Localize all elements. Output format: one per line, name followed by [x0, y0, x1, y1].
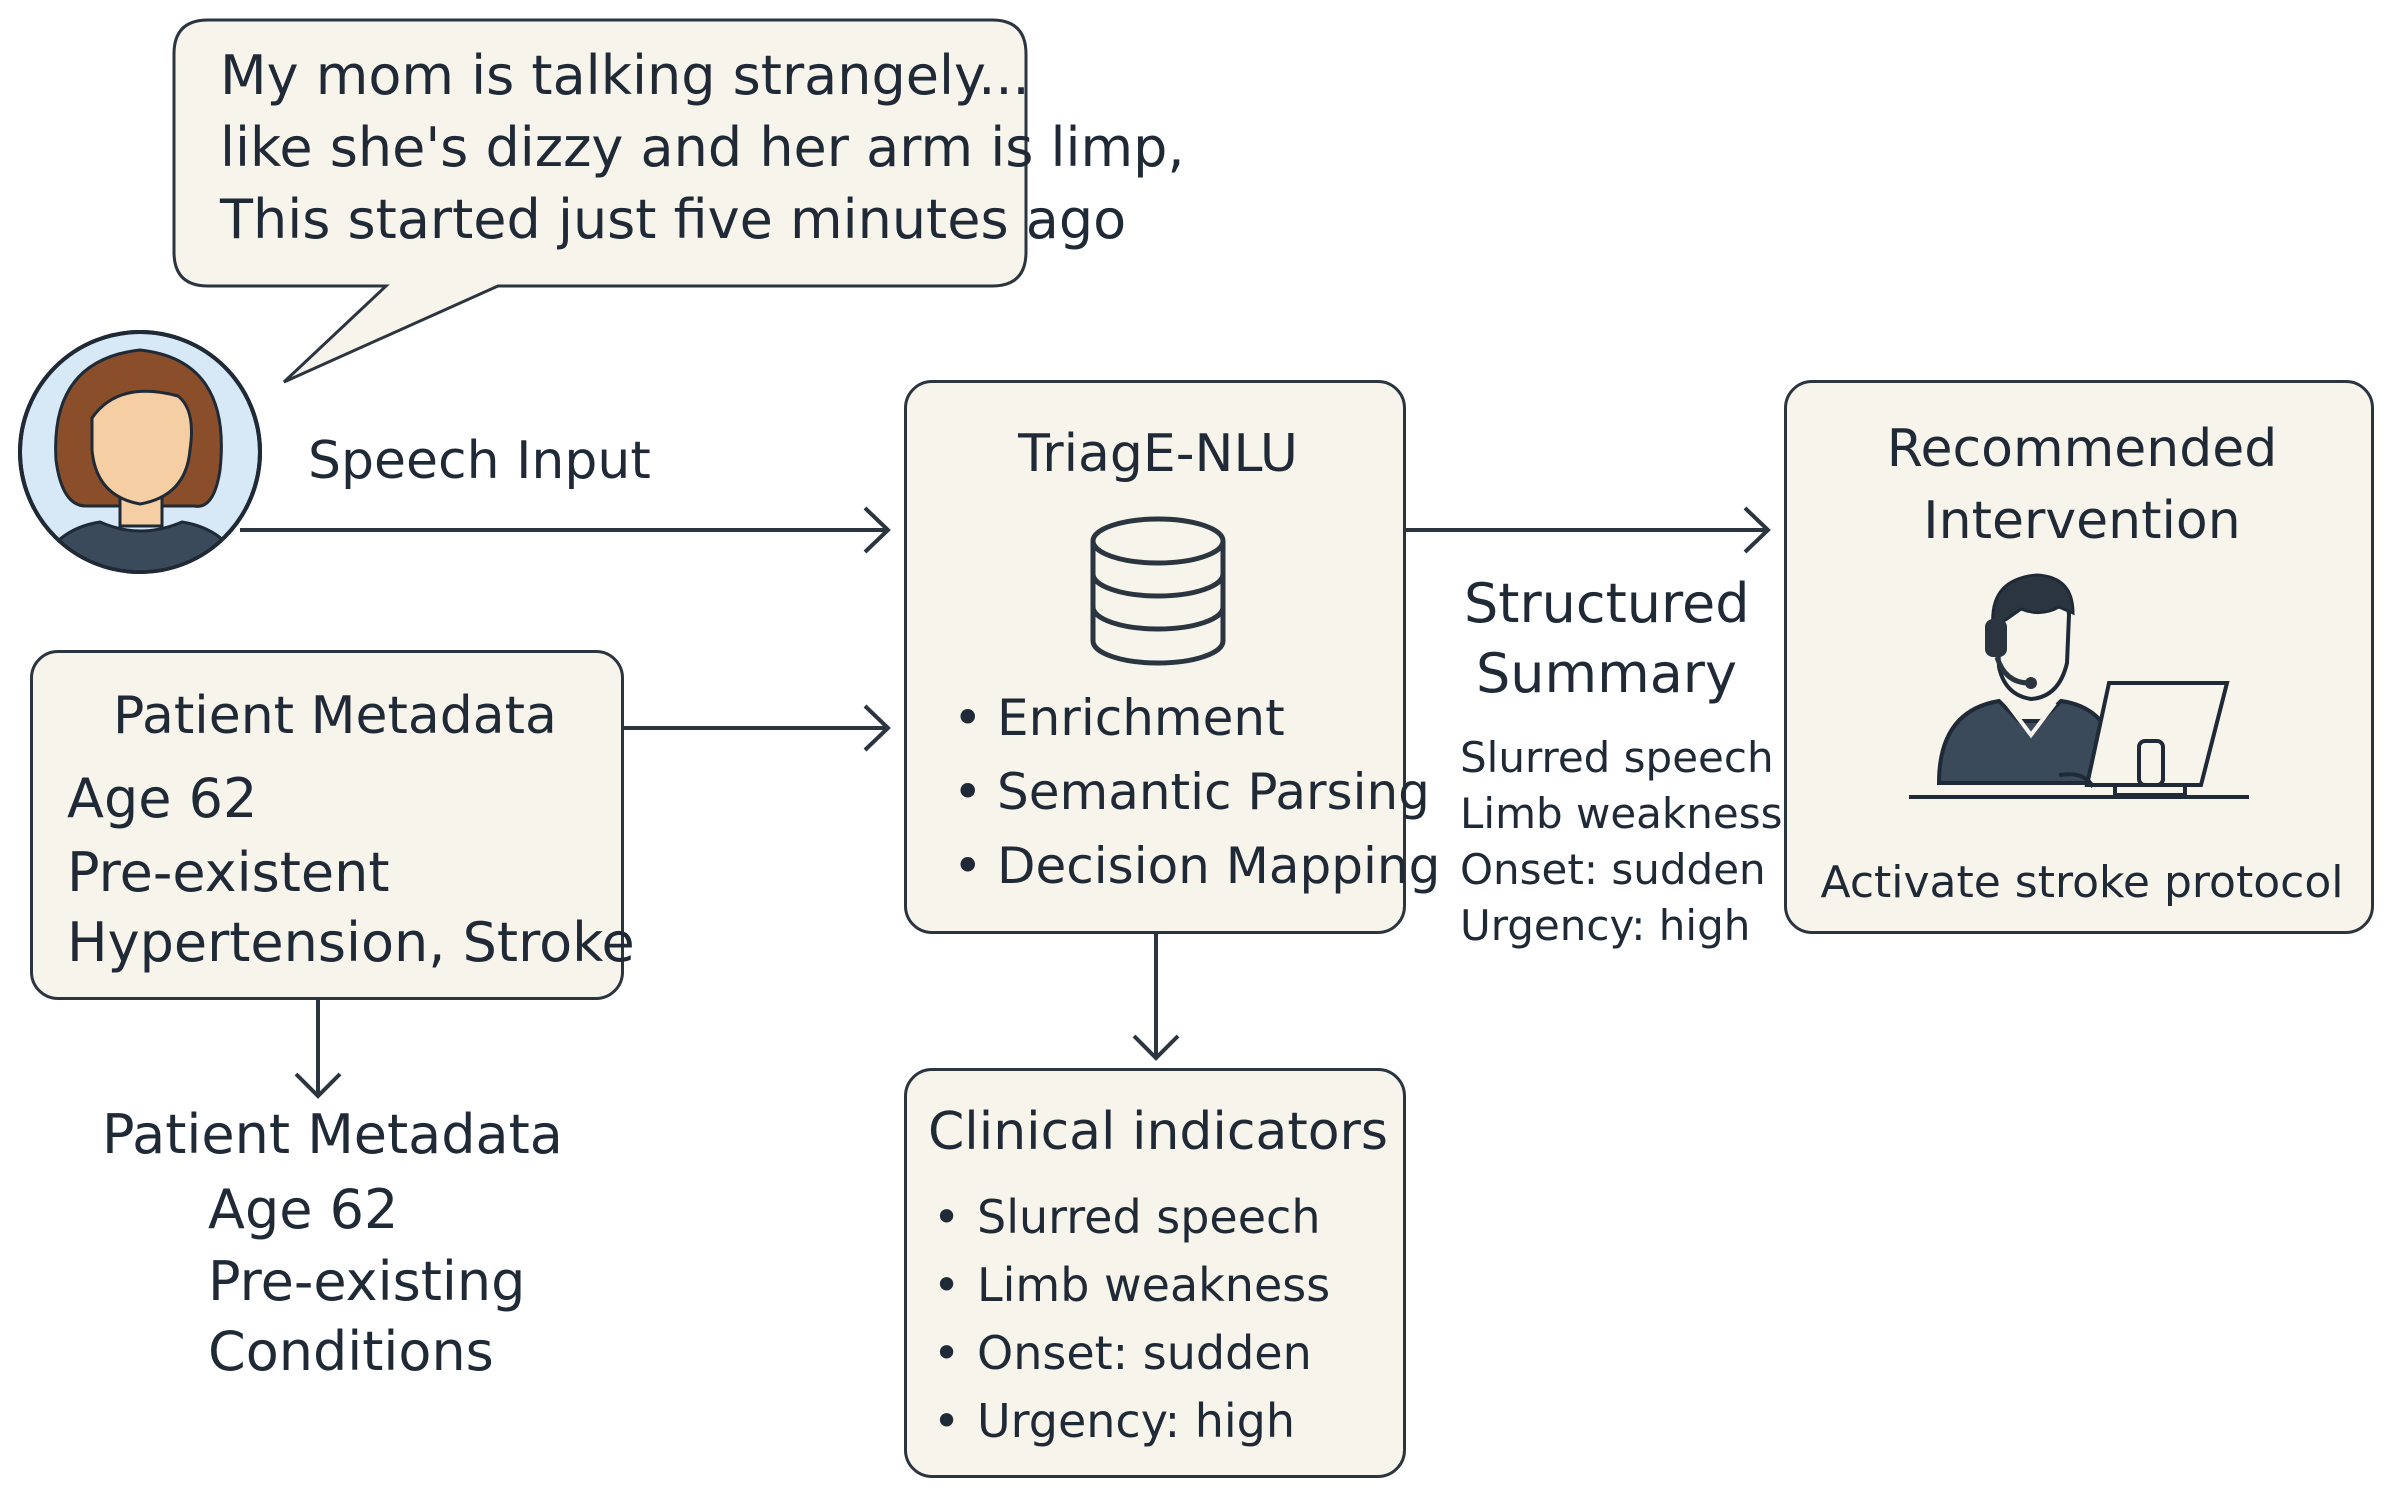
nlu-steps-list: Enrichment Semantic Parsing Decision Map…	[949, 681, 1440, 903]
patient-metadata-output-title: Patient Metadata	[102, 1103, 563, 1166]
structured-summary-items: Slurred speech Limb weakness Onset: sudd…	[1460, 730, 1782, 954]
summary-item-slurred-speech: Slurred speech	[1460, 733, 1774, 782]
metadata-to-nlu-arrow	[624, 704, 891, 752]
speech-bubble-line-3: This started just five minutes ago	[220, 188, 1127, 251]
clinical-indicators-title: Clinical indicators	[927, 1102, 1389, 1162]
nlu-box: TriagE-NLU Enrichment Semantic Parsing D…	[904, 380, 1440, 934]
intervention-box: Recommended Intervention Activate stroke…	[1784, 380, 2374, 934]
patient-metadata-box: Patient Metadata Age 62 Pre-existent Hyp…	[30, 650, 635, 1000]
nlu-step-decision-mapping: Decision Mapping	[949, 829, 1440, 903]
structured-summary-title-2: Summary	[1476, 642, 1737, 705]
caller-avatar-icon	[18, 330, 262, 574]
clinical-item-onset: Onset: sudden	[929, 1319, 1330, 1387]
speech-input-label: Speech Input	[308, 431, 651, 491]
patient-conditions: Hypertension, Stroke	[67, 911, 635, 974]
summary-item-limb-weakness: Limb weakness	[1460, 789, 1783, 838]
nlu-to-intervention-arrow	[1406, 506, 1771, 554]
metadata-down-arrow	[294, 1000, 342, 1099]
patient-metadata-title: Patient Metadata	[113, 686, 557, 746]
nlu-to-clinical-arrow	[1132, 934, 1180, 1061]
database-icon	[1090, 516, 1226, 666]
nlu-step-semantic-parsing: Semantic Parsing	[949, 755, 1440, 829]
clinical-indicators-box: Clinical indicators Slurred speech Limb …	[904, 1068, 1406, 1478]
patient-metadata-output-age: Age 62	[208, 1178, 399, 1241]
patient-metadata-output-conditions: Conditions	[208, 1320, 494, 1383]
nlu-title: TriagE-NLU	[1018, 424, 1298, 484]
clinical-item-limb-weakness: Limb weakness	[929, 1251, 1330, 1319]
summary-item-onset: Onset: sudden	[1460, 845, 1766, 894]
patient-age: Age 62	[67, 767, 258, 830]
clinical-indicators-list: Slurred speech Limb weakness Onset: sudd…	[929, 1183, 1330, 1455]
intervention-title-2: Intervention	[1923, 491, 2241, 551]
summary-item-urgency: Urgency: high	[1460, 901, 1751, 950]
speech-input-arrow	[240, 506, 891, 554]
patient-preexisting-label: Pre-existent	[67, 841, 390, 904]
nlu-step-enrichment: Enrichment	[949, 681, 1440, 755]
speech-bubble-line-1: My mom is talking strangely...	[220, 44, 1030, 107]
intervention-title-1: Recommended	[1886, 419, 2278, 479]
speech-bubble-line-2: like she's dizzy and her arm is limp,	[220, 116, 1185, 179]
patient-metadata-output-preexisting: Pre-existing	[208, 1250, 526, 1313]
structured-summary-title-1: Structured	[1464, 572, 1750, 635]
dispatcher-at-computer-icon	[1909, 573, 2249, 799]
clinical-item-urgency: Urgency: high	[929, 1387, 1330, 1455]
clinical-item-slurred-speech: Slurred speech	[929, 1183, 1330, 1251]
intervention-caption: Activate stroke protocol	[1820, 857, 2344, 908]
